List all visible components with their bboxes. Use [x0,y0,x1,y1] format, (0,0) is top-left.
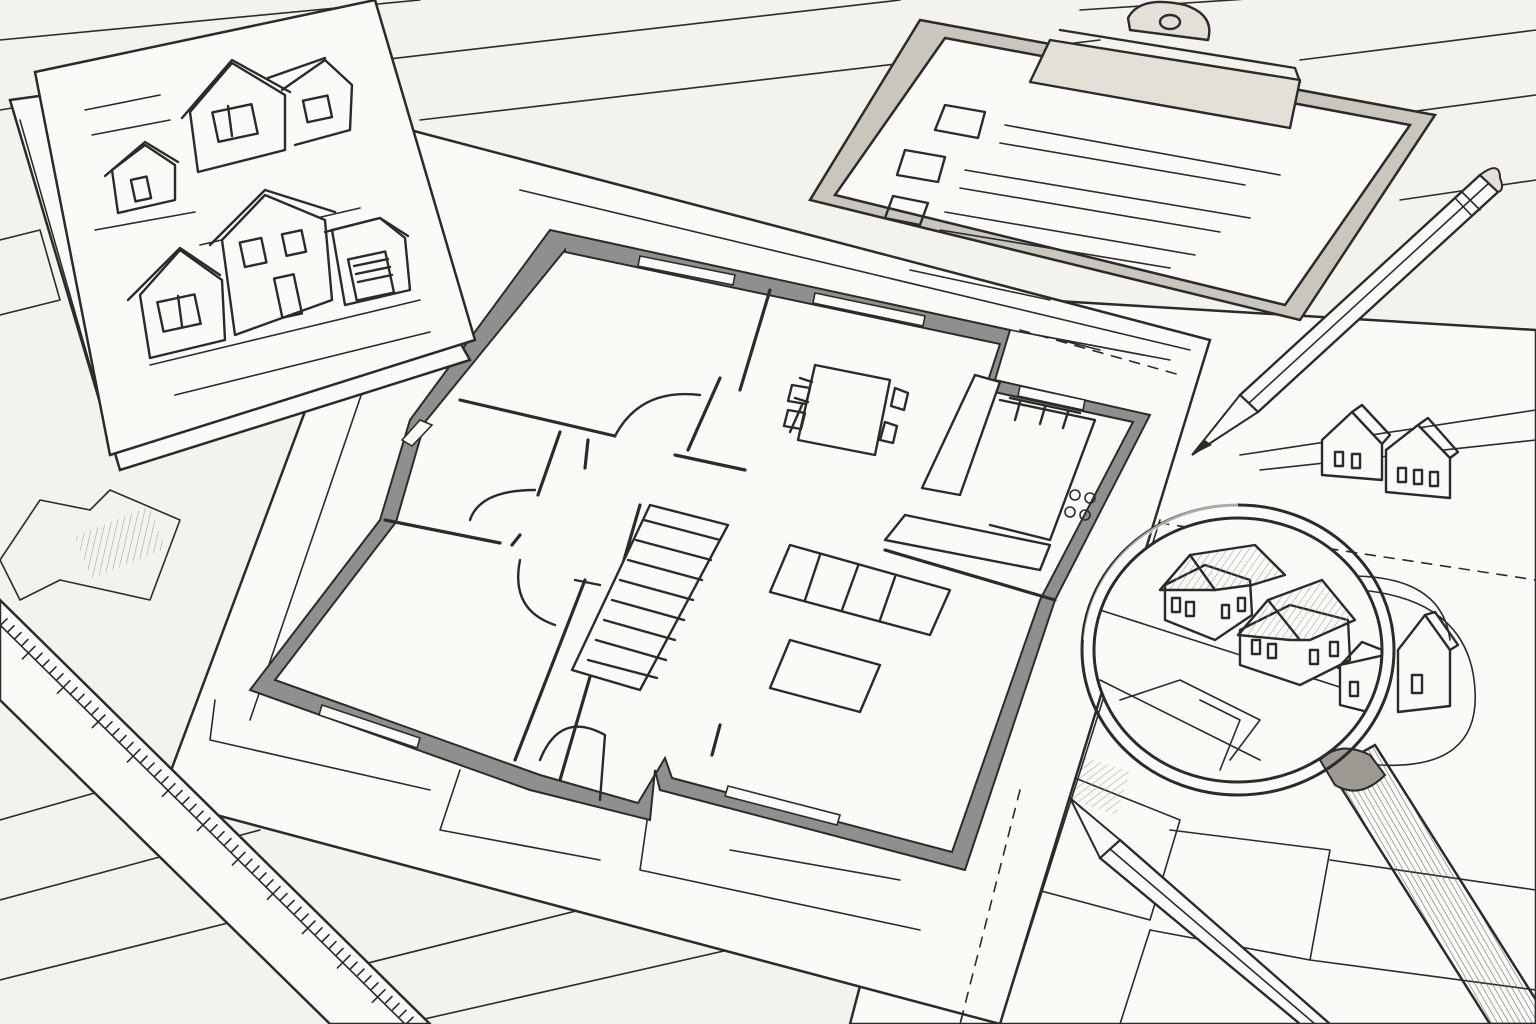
map-house-1 [1320,403,1392,482]
ruler-tick [0,618,8,626]
ruler-tick [153,769,162,778]
ruler-tick [405,1016,414,1024]
ruler-tick [301,920,316,935]
elevation-house-mid [126,246,227,360]
pencil-upper-right [1191,167,1504,456]
ruler-tick [244,858,253,867]
ruler-tick [91,714,106,729]
ruler-tick [293,906,302,915]
pencil-lower-right [1069,797,1332,1024]
staircase [570,503,730,692]
clipboard-clip [1028,0,1302,130]
ruler-tick [125,741,134,750]
ruler-tick [391,1002,400,1011]
ruler-tick [69,686,78,695]
ruler-tick [300,913,309,922]
ruler-tick [223,837,232,846]
ruler-tick [328,940,337,949]
ruler-tick [174,789,183,798]
ruler-tick [20,638,29,647]
ruler-tick [209,824,218,832]
stove [1064,489,1096,521]
doors [468,392,702,802]
coffee-table [768,638,882,714]
ruler-tick [370,981,379,990]
magnifying-glass [1080,503,1536,1024]
elevation-house-tall [208,188,337,337]
ruler-tick [230,844,239,853]
ruler-tick [335,947,344,956]
ruler-tick [195,810,204,819]
ruler-tick [111,727,120,736]
ruler-tick [21,645,36,660]
ruler-tick [265,878,274,887]
ruler-tick [56,679,71,695]
ruler-tick [231,851,246,866]
ruler-tick [34,652,43,661]
ruler-tick [139,755,148,764]
ruler-tick [286,899,295,908]
ruler-tick [196,817,211,832]
ruler-tick [55,672,64,681]
ruler-tick [6,624,15,633]
ruler-tick [188,803,197,812]
ruler-tick [251,865,260,874]
ruler-tick [356,968,365,977]
magnified-house-2 [1236,578,1357,687]
ruler-tick [349,961,358,970]
clipboard-checklist [808,0,1438,322]
ruler-tick [181,796,190,805]
elevation-house-large [180,56,354,174]
ruler-tick [146,762,155,771]
ruler-tick [90,707,99,716]
ruler-tick [76,693,85,702]
ruler-tick [41,659,50,668]
ruler-tick [266,885,281,901]
ruler-tick [371,988,386,1004]
kitchen-counter [883,373,1097,572]
interior-walls [383,288,1057,782]
ruler [0,598,432,1024]
map-house-3 [1396,610,1460,714]
ruler-tick [336,954,351,969]
ruler-tick [321,933,330,942]
ruler-tick [398,1009,407,1018]
ruler-ticks [0,611,414,1024]
ruler-tick [161,782,176,798]
ruler-tick [104,721,113,729]
ruler-tick [384,995,393,1004]
ruler-tick [160,775,169,784]
ruler-tick [363,975,372,984]
dining-table [782,363,910,457]
map-fragment-left [0,229,181,601]
window [318,255,1086,826]
ruler-tick [126,748,141,763]
elevation-garage [323,216,412,307]
map-house-2 [1384,416,1460,500]
magnified-house-1 [1158,543,1287,642]
elevation-house-small [103,140,180,215]
ruler-tick [118,734,127,743]
ruler-tick [314,927,323,935]
house-elevations-booklet [8,0,477,472]
ruler-tick [13,631,22,640]
ruler-tick [216,830,225,839]
ruler-tick [279,892,288,901]
ruler-tick [48,666,57,675]
ruler-tick [258,872,267,881]
sofa [768,543,952,637]
ruler-tick [83,700,92,709]
